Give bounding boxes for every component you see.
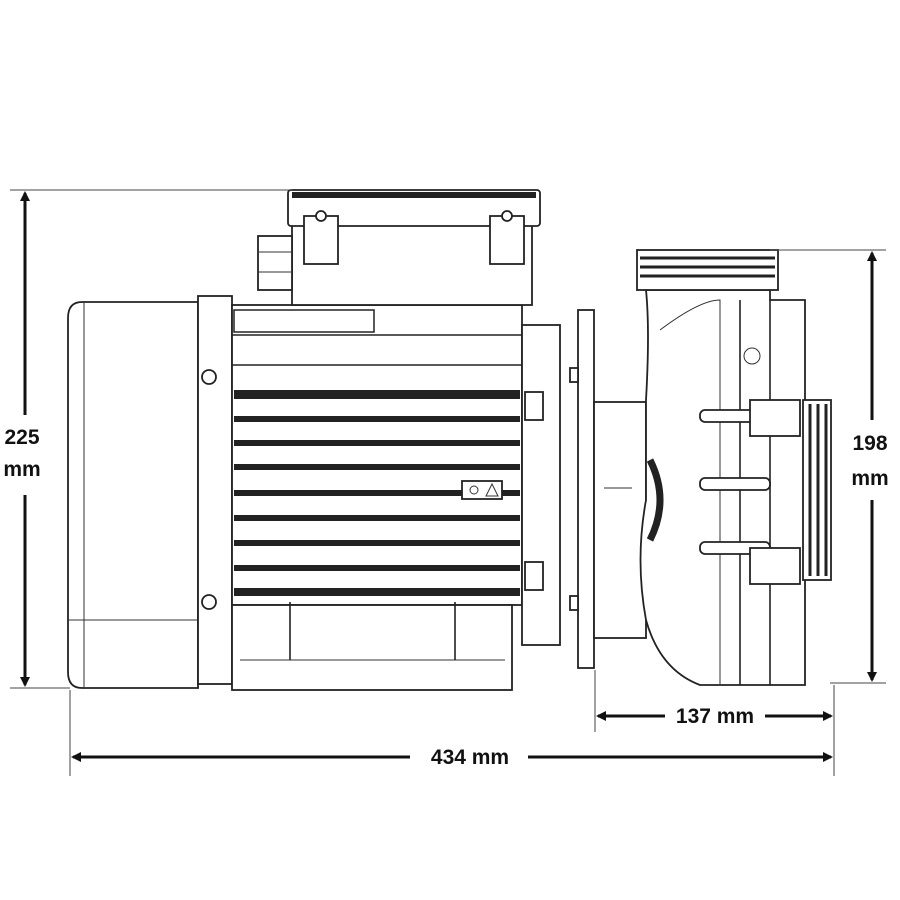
height-total-value: 225 [4,426,39,449]
screw-icon [201,594,217,610]
dimension-137: 137 mm [596,705,833,728]
rating-plate-label [461,480,503,500]
length-total-label: 434 mm [431,746,509,769]
cooling-fins [232,309,522,596]
outlet-thread [636,249,779,291]
dimension-225: 225 mm [3,191,41,687]
height-pump-unit: mm [851,467,888,490]
height-pump-value: 198 [852,432,887,455]
motor-end-cap [67,301,199,689]
dimension-434: 434 mm [71,746,833,769]
terminal-box [257,189,541,306]
height-total-unit: mm [3,458,40,481]
pump-neck [593,401,647,639]
screw-icon [201,369,217,385]
cable-gland [257,235,293,291]
terminal-box-lid [287,189,541,227]
motor-foot [231,604,513,691]
extension-lines [10,189,886,776]
dimension-198: 198 mm [851,251,889,682]
motor [67,295,561,691]
motor-body [231,304,523,606]
length-pump-label: 137 mm [676,705,754,728]
motor-bracket [521,324,561,646]
pump-head [569,249,832,686]
mounting-flange [577,309,595,669]
motor-flange-ring [197,295,233,685]
brand-logo-icon [743,347,761,365]
